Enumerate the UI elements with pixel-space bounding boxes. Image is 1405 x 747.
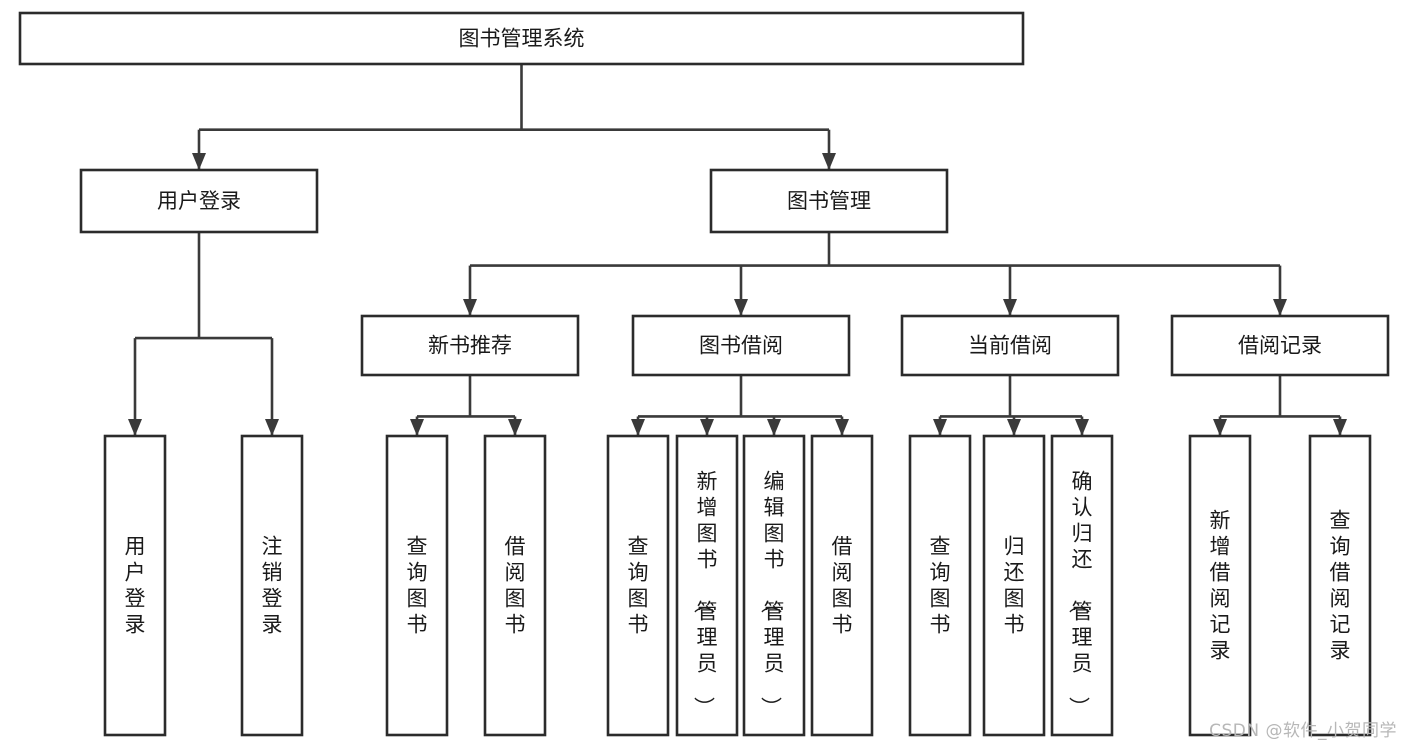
node-label: 新书推荐	[428, 334, 512, 358]
node-leaf-edit-book[interactable]: 编辑图书（管理员）	[742, 434, 806, 737]
node-leaf-borrow-book-2[interactable]: 借阅图书	[810, 434, 874, 737]
arrow-head-icon	[192, 153, 206, 170]
arrow-head-icon	[508, 419, 522, 436]
arrow-head-icon	[1333, 419, 1347, 436]
arrow-head-icon	[1007, 419, 1021, 436]
node-leaf-query-book-3[interactable]: 查询图书	[908, 434, 972, 737]
node-label: 新增图书（管理员）	[692, 470, 718, 718]
arrow-head-icon	[128, 419, 142, 436]
node-box	[631, 314, 851, 377]
node-leaf-user-logout[interactable]: 注销登录	[240, 434, 304, 737]
node-label: 查询借阅记录	[1330, 509, 1351, 663]
node-leaf-confirm-return[interactable]: 确认归还（管理员）	[1050, 434, 1114, 737]
node-label: 图书管理系统	[459, 27, 585, 51]
node-label: 确认归还（管理员）	[1067, 470, 1093, 718]
node-label: 图书管理	[787, 189, 871, 213]
node-box	[810, 434, 874, 737]
node-box	[103, 434, 167, 737]
node-user-login[interactable]: 用户登录	[79, 168, 319, 234]
arrow-head-icon	[835, 419, 849, 436]
arrow-head-icon	[463, 299, 477, 316]
node-leaf-add-book[interactable]: 新增图书（管理员）	[675, 434, 739, 737]
node-label: 当前借阅	[968, 334, 1052, 358]
node-box	[1188, 434, 1252, 737]
node-label: 编辑图书（管理员）	[759, 470, 785, 718]
node-label: 借阅图书	[832, 535, 853, 637]
node-label: 用户登录	[125, 535, 146, 637]
node-box	[908, 434, 972, 737]
nodes-layer: 图书管理系统用户登录图书管理新书推荐图书借阅当前借阅借阅记录用户登录注销登录查询…	[18, 11, 1390, 737]
node-label: 查询图书	[628, 535, 649, 637]
node-leaf-query-book-1[interactable]: 查询图书	[385, 434, 449, 737]
node-box	[709, 168, 949, 234]
node-box	[1170, 314, 1390, 377]
node-label: 查询图书	[407, 535, 428, 637]
node-label: 归还图书	[1004, 535, 1025, 637]
node-leaf-user-login[interactable]: 用户登录	[103, 434, 167, 737]
node-book-borrow[interactable]: 图书借阅	[631, 314, 851, 377]
arrow-head-icon	[1273, 299, 1287, 316]
node-box	[900, 314, 1120, 377]
node-box	[606, 434, 670, 737]
node-leaf-borrow-book-1[interactable]: 借阅图书	[483, 434, 547, 737]
node-label: 借阅记录	[1238, 334, 1322, 358]
arrow-head-icon	[631, 419, 645, 436]
node-box	[360, 314, 580, 377]
arrow-head-icon	[1213, 419, 1227, 436]
node-box	[675, 434, 739, 737]
node-box	[240, 434, 304, 737]
node-leaf-query-record[interactable]: 查询借阅记录	[1308, 434, 1372, 737]
node-box	[18, 11, 1025, 66]
arrow-head-icon	[933, 419, 947, 436]
node-label: 注销登录	[262, 535, 283, 637]
node-box	[385, 434, 449, 737]
arrow-head-icon	[734, 299, 748, 316]
node-box	[79, 168, 319, 234]
node-leaf-query-book-2[interactable]: 查询图书	[606, 434, 670, 737]
connectors-layer	[128, 64, 1347, 436]
node-label: 新增借阅记录	[1210, 509, 1231, 663]
node-box	[982, 434, 1046, 737]
arrow-head-icon	[410, 419, 424, 436]
node-label: 查询图书	[930, 535, 951, 637]
node-root[interactable]: 图书管理系统	[18, 11, 1025, 66]
node-box	[1050, 434, 1114, 737]
node-book-manage[interactable]: 图书管理	[709, 168, 949, 234]
arrow-head-icon	[822, 153, 836, 170]
node-box	[1308, 434, 1372, 737]
arrow-head-icon	[767, 419, 781, 436]
arrow-head-icon	[265, 419, 279, 436]
node-leaf-add-record[interactable]: 新增借阅记录	[1188, 434, 1252, 737]
node-label: 借阅图书	[505, 535, 526, 637]
node-new-book-recommend[interactable]: 新书推荐	[360, 314, 580, 377]
arrow-head-icon	[1075, 419, 1089, 436]
node-box	[742, 434, 806, 737]
csdn-watermark: CSDN @软件_小贺同学	[1209, 721, 1397, 741]
node-leaf-return-book[interactable]: 归还图书	[982, 434, 1046, 737]
node-current-borrow[interactable]: 当前借阅	[900, 314, 1120, 377]
node-label: 图书借阅	[699, 334, 783, 358]
arrow-head-icon	[700, 419, 714, 436]
node-box	[483, 434, 547, 737]
node-label: 用户登录	[157, 189, 241, 213]
node-borrow-record[interactable]: 借阅记录	[1170, 314, 1390, 377]
arrow-head-icon	[1003, 299, 1017, 316]
